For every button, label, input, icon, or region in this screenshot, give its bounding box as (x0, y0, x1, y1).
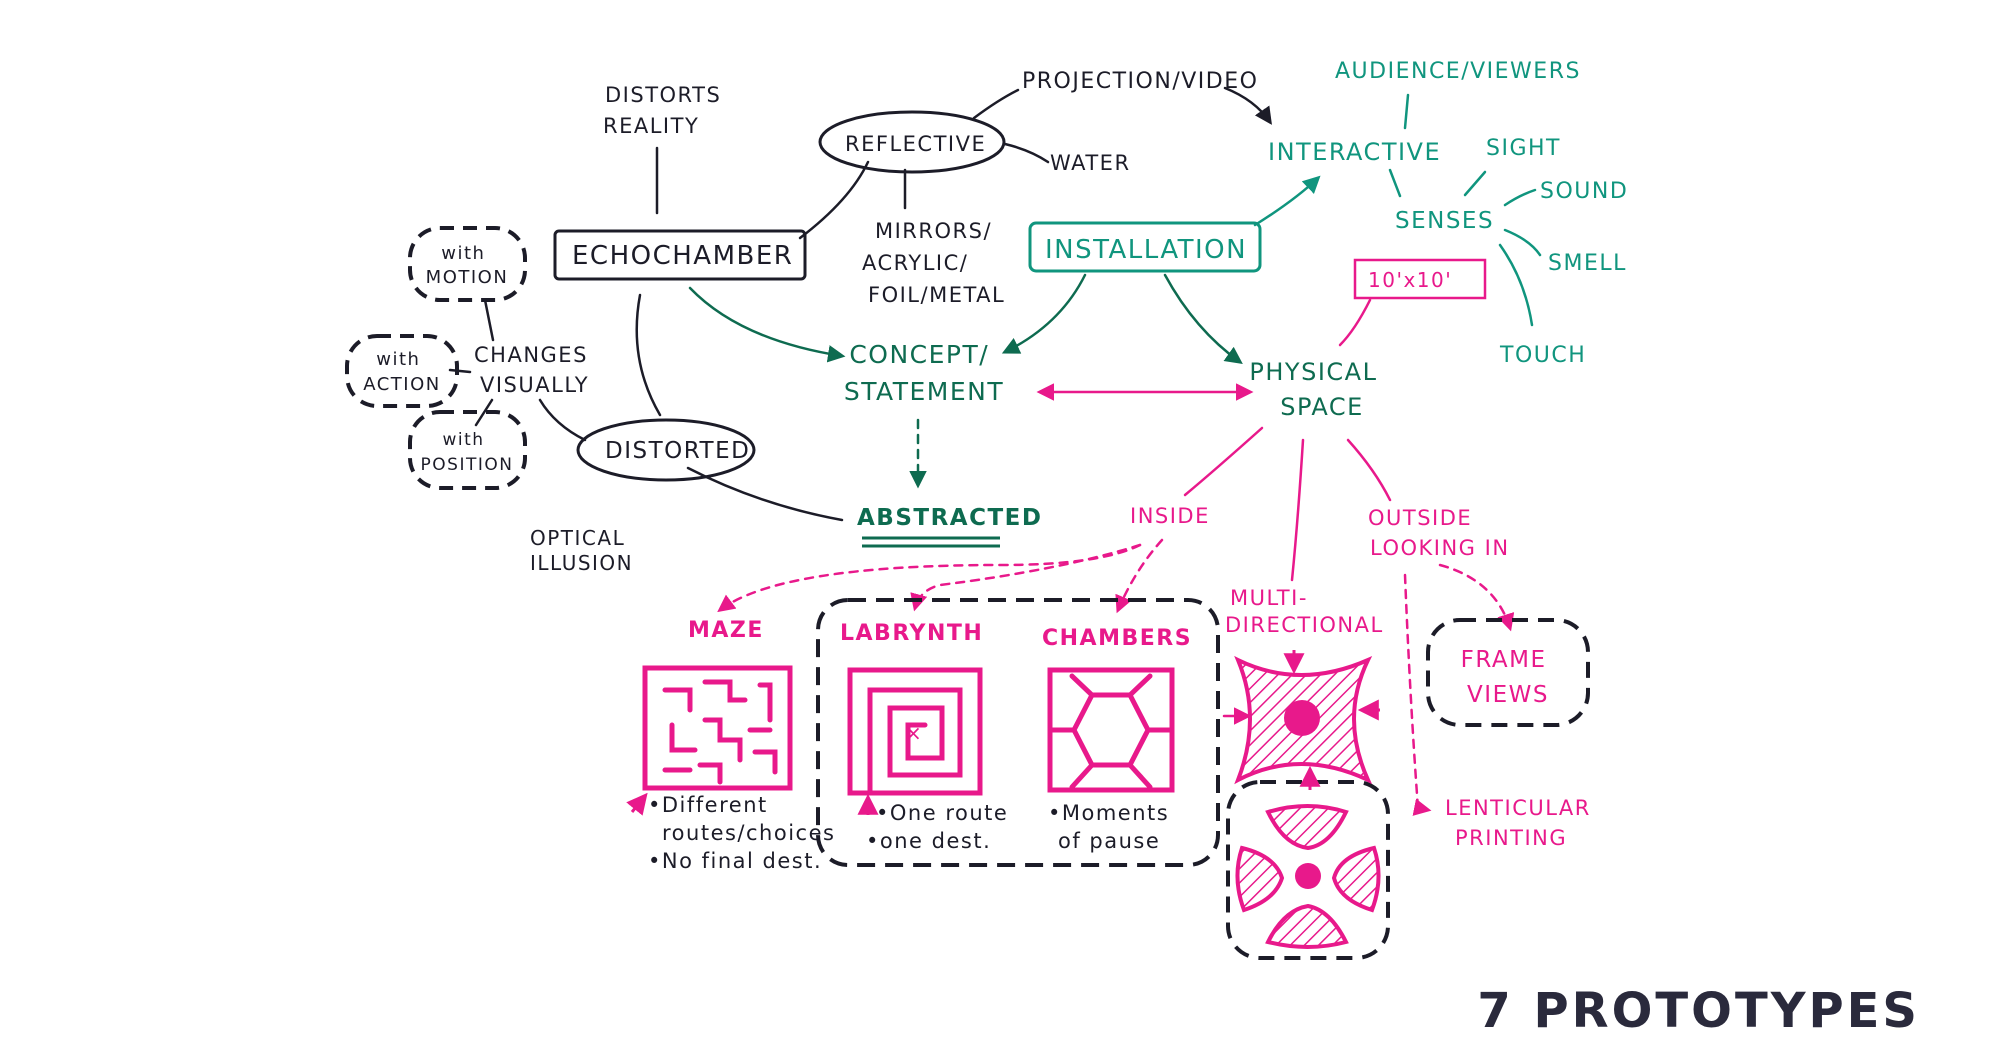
dimensions-box (1353, 258, 1487, 300)
frame-views-label: FRAME VIEWS (1461, 647, 1556, 708)
smell-label: SMELL (1548, 251, 1627, 276)
chambers-label: CHAMBERS (1042, 626, 1192, 651)
multi-directional-label: MULTI- DIRECTIONAL (1225, 586, 1384, 637)
chambers-walls (1049, 673, 1173, 790)
multi-center-dot (1284, 700, 1320, 736)
line-echo-reflective (798, 160, 870, 240)
brand-title: 7 PROTOTYPES (1477, 983, 1920, 1039)
chambers-sketch (1047, 667, 1175, 793)
water-label: WATER (1050, 151, 1131, 175)
labrynth-destination-mark: × (905, 721, 922, 745)
distorted-label: DISTORTED (605, 438, 750, 464)
installation-label: INSTALLATION (1045, 235, 1247, 265)
labels: DISTORTS REALITY ECHOCHAMBER REFLECTIVE … (363, 59, 1628, 873)
reflective-label: REFLECTIVE (845, 132, 986, 156)
inside-label: INSIDE (1130, 504, 1210, 528)
multi-petals-sketch (1235, 804, 1381, 949)
projection-video-label: PROJECTION/VIDEO (1022, 69, 1258, 94)
chambers-notes: •Moments of pause (1048, 801, 1177, 853)
with-motion-bubble (408, 226, 527, 302)
with-motion-label: with MOTION (426, 243, 509, 288)
chambers-center (1071, 692, 1151, 768)
maze-label: MAZE (688, 618, 764, 643)
labrynth-label: LABRYNTH (840, 621, 983, 646)
sound-label: SOUND (1540, 179, 1628, 204)
labrynth-spiral (867, 687, 963, 796)
lenticular-printing-label: LENTICULAR PRINTING (1445, 796, 1599, 850)
outside-looking-in-label: OUTSIDE LOOKING IN (1368, 506, 1510, 560)
line-senses-sound (1503, 188, 1537, 207)
arrow-inside-labrynth (910, 543, 1142, 612)
with-position-bubble (408, 410, 527, 490)
line-dimensions-physical (1338, 298, 1372, 347)
with-action-bubble (345, 334, 459, 408)
labrynth-sketch: × (847, 667, 983, 796)
with-position-label: with POSITION (421, 430, 514, 475)
line-senses-sight (1463, 170, 1487, 197)
line-projection-interactive (1223, 86, 1272, 125)
line-motion-changes (483, 298, 495, 342)
petal-bottom (1265, 903, 1349, 949)
frame-views-bubble (1426, 618, 1590, 727)
labrynth-chambers-group (816, 598, 1220, 867)
with-action-label: with ACTION (363, 349, 441, 395)
touch-label: TOUCH (1499, 343, 1586, 368)
line-senses-touch (1498, 243, 1534, 327)
line-changes-distorted (538, 398, 587, 442)
line-reflective-water (1003, 142, 1050, 164)
arrow-installation-interactive (1253, 175, 1321, 227)
arrow-outside-lenticular (1403, 573, 1432, 816)
arrow-inside-chambers (1115, 538, 1164, 614)
line-senses-smell (1503, 228, 1542, 257)
changes-visually-label: CHANGES VISUALLY (474, 343, 596, 397)
line-physical-multi (1290, 438, 1305, 582)
petal-left (1235, 845, 1285, 913)
echochamber-label: ECHOCHAMBER (572, 241, 793, 271)
dimensions-label: 10'x10' (1368, 268, 1452, 292)
maze-notes: •Different routes/choices •No final dest… (648, 793, 844, 873)
abstracted-label: ABSTRACTED (857, 505, 1042, 531)
mirrors-label: MIRRORS/ ACRYLIC/ FOIL/METAL (862, 219, 1005, 307)
physical-space-label: PHYSICAL SPACE (1249, 358, 1386, 421)
audience-viewers-label: AUDIENCE/VIEWERS (1335, 59, 1581, 84)
installation-box (1028, 221, 1262, 273)
line-audience-interactive (1403, 93, 1410, 130)
echochamber-box (553, 229, 807, 281)
node-frames (345, 110, 1590, 960)
line-interactive-senses (1388, 168, 1402, 198)
reflective-cloud (818, 110, 1006, 174)
line-physical-inside (1183, 426, 1264, 497)
line-action-changes (448, 368, 472, 374)
line-echo-distorted (635, 293, 662, 417)
arrow-installation-concept (1001, 273, 1087, 354)
sight-label: SIGHT (1486, 136, 1561, 161)
multi-directional-sketch (1234, 650, 1380, 790)
line-reflective-projection (972, 88, 1020, 120)
optical-illusion-label: OPTICAL ILLUSION (530, 526, 633, 575)
arrow-outside-frame (1438, 563, 1515, 632)
arrow-inside-maze (717, 543, 1142, 613)
connectors (448, 86, 1542, 816)
labrynth-notes: •One route •one dest. (866, 801, 1017, 853)
maze-entry-arrow (626, 792, 648, 816)
arrow-echo-concept (688, 286, 846, 363)
line-position-changes (474, 398, 494, 427)
maze-walls (662, 679, 778, 785)
line-physical-outside (1346, 438, 1392, 502)
distorted-cloud (576, 418, 756, 482)
labrynth-frame (847, 667, 983, 796)
petal-right (1331, 845, 1381, 913)
maze-sketch (642, 665, 793, 791)
concept-statement-label: CONCEPT/ STATEMENT (844, 340, 1004, 406)
arrow-installation-physical (1163, 273, 1243, 365)
petals-center-dot (1295, 863, 1321, 889)
senses-label: SENSES (1395, 208, 1494, 234)
interactive-label: INTERACTIVE (1268, 138, 1441, 166)
distorts-reality-label: DISTORTS REALITY (603, 83, 729, 138)
maze-frame (642, 665, 793, 791)
petal-top (1265, 804, 1349, 851)
